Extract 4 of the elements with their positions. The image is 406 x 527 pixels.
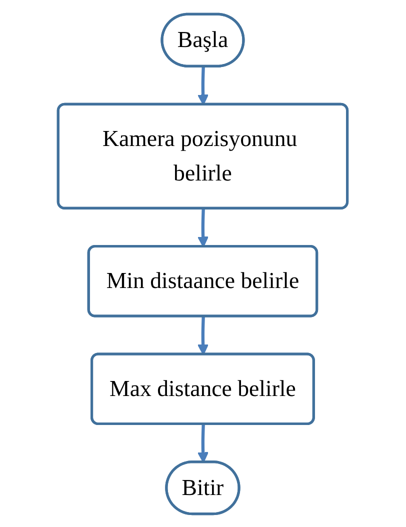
arrow <box>198 208 209 247</box>
arrow <box>198 66 209 105</box>
arrow <box>198 316 209 355</box>
arrow <box>198 424 209 462</box>
